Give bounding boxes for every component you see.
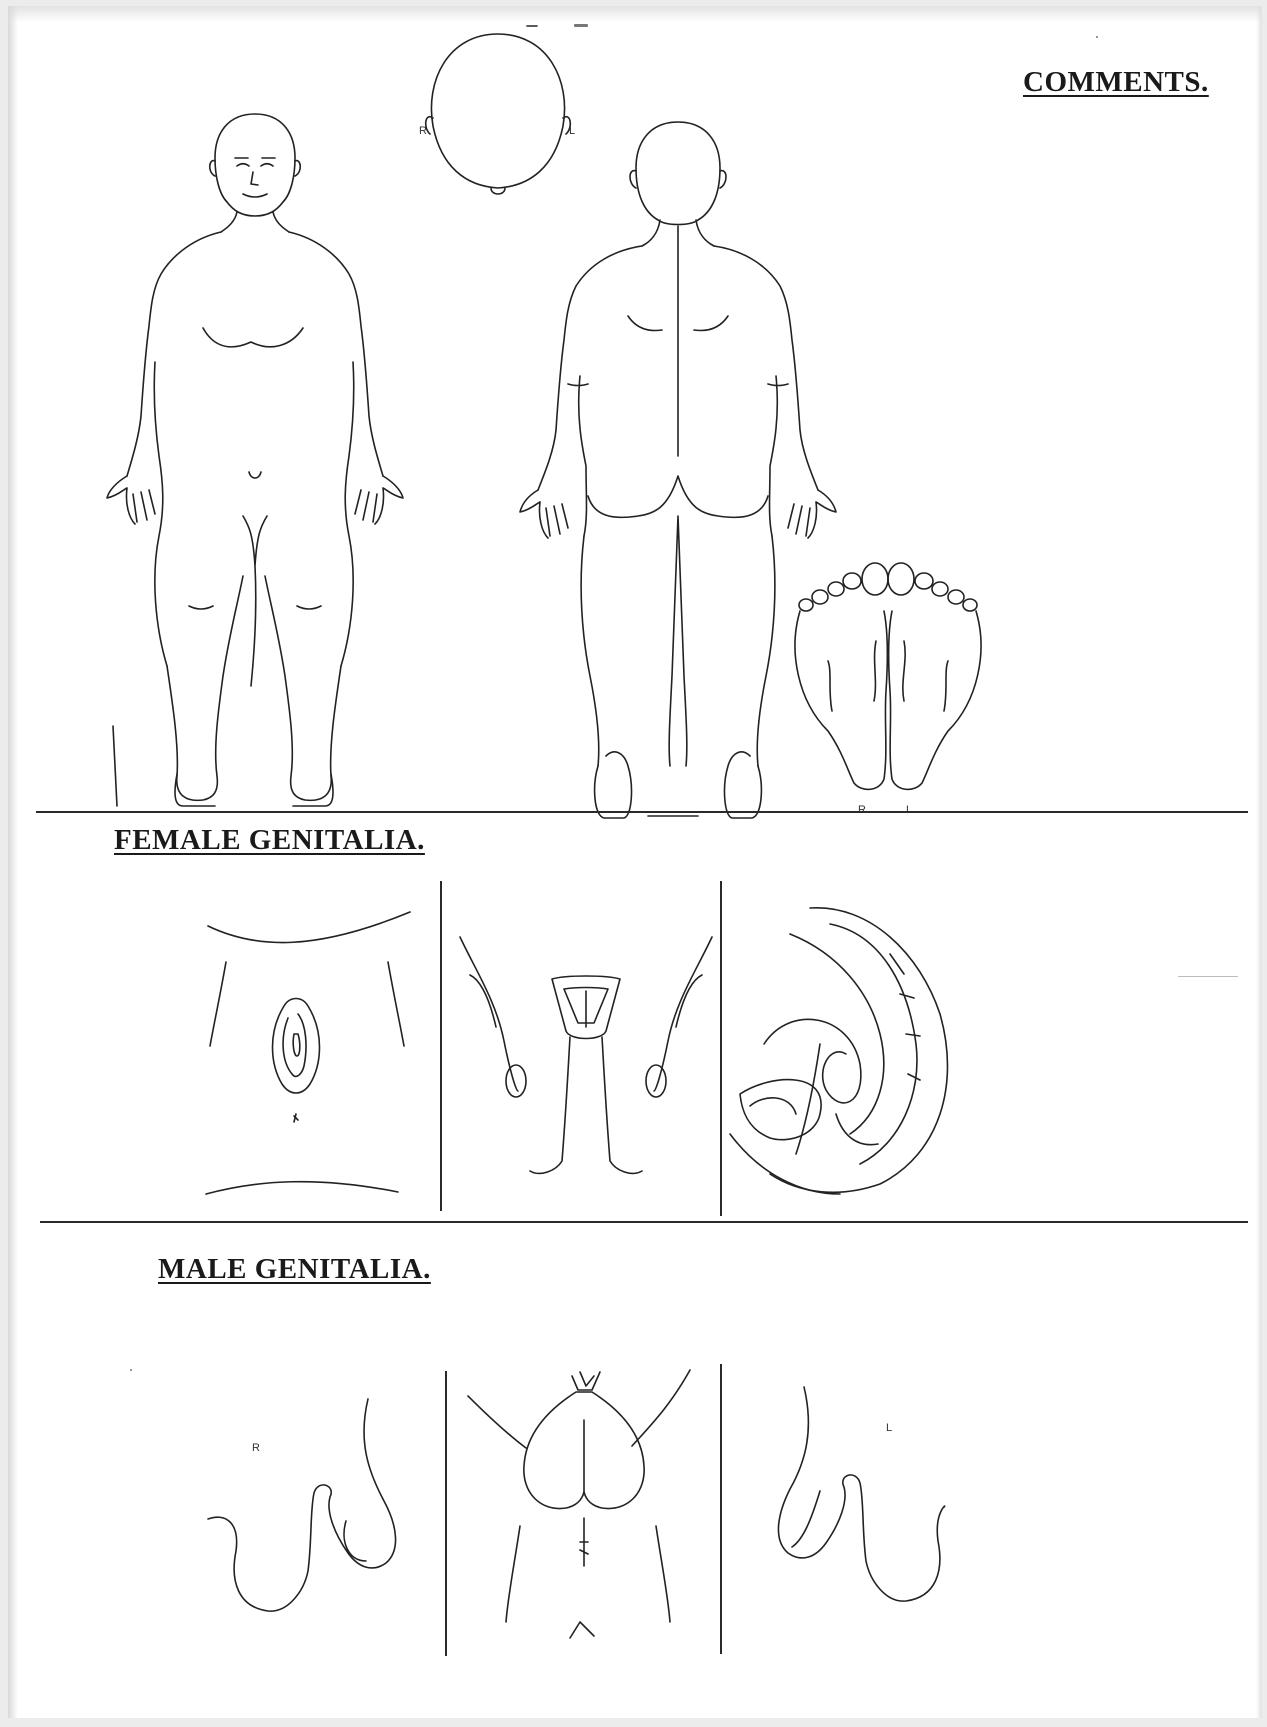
male-left-side-genitalia-diagram: L — [736, 1371, 951, 1611]
body-front-view-diagram — [103, 106, 413, 806]
female-sagittal-section-diagram — [730, 894, 992, 1199]
soles-right-marker: R — [858, 804, 866, 816]
male-genitalia-heading: MALE GENITALIA. — [158, 1253, 431, 1286]
female-internal-organs-diagram — [456, 931, 718, 1216]
scan-speck — [1096, 36, 1098, 38]
scan-speck — [1178, 976, 1238, 977]
female-external-genitalia-diagram — [198, 906, 428, 1206]
head-right-marker: R — [419, 125, 427, 137]
scan-shadow-right — [1256, 6, 1262, 1718]
male-right-side-genitalia-diagram: R — [208, 1381, 438, 1621]
scan-speck — [130, 1369, 132, 1371]
section-divider-2 — [40, 1221, 1248, 1223]
male-left-marker: L — [886, 1422, 892, 1434]
female-panel-divider-1 — [440, 881, 442, 1211]
section-divider-1 — [36, 811, 1248, 813]
male-panel-divider-2 — [720, 1364, 722, 1654]
male-panel-divider-1 — [445, 1371, 447, 1656]
body-chart-page: COMMENTS. R L — [8, 6, 1262, 1718]
soles-left-marker: L — [906, 804, 912, 816]
scan-speck — [574, 24, 588, 27]
female-genitalia-heading: FEMALE GENITALIA. — [114, 824, 425, 857]
comments-heading: COMMENTS. — [1023, 66, 1209, 99]
male-right-marker: R — [252, 1442, 260, 1454]
soles-of-feet-diagram: R L — [788, 551, 988, 811]
male-front-genitalia-diagram — [460, 1366, 710, 1651]
scan-shadow-left — [8, 6, 18, 1718]
female-panel-divider-2 — [720, 881, 722, 1216]
scan-shadow-top — [8, 6, 1262, 22]
